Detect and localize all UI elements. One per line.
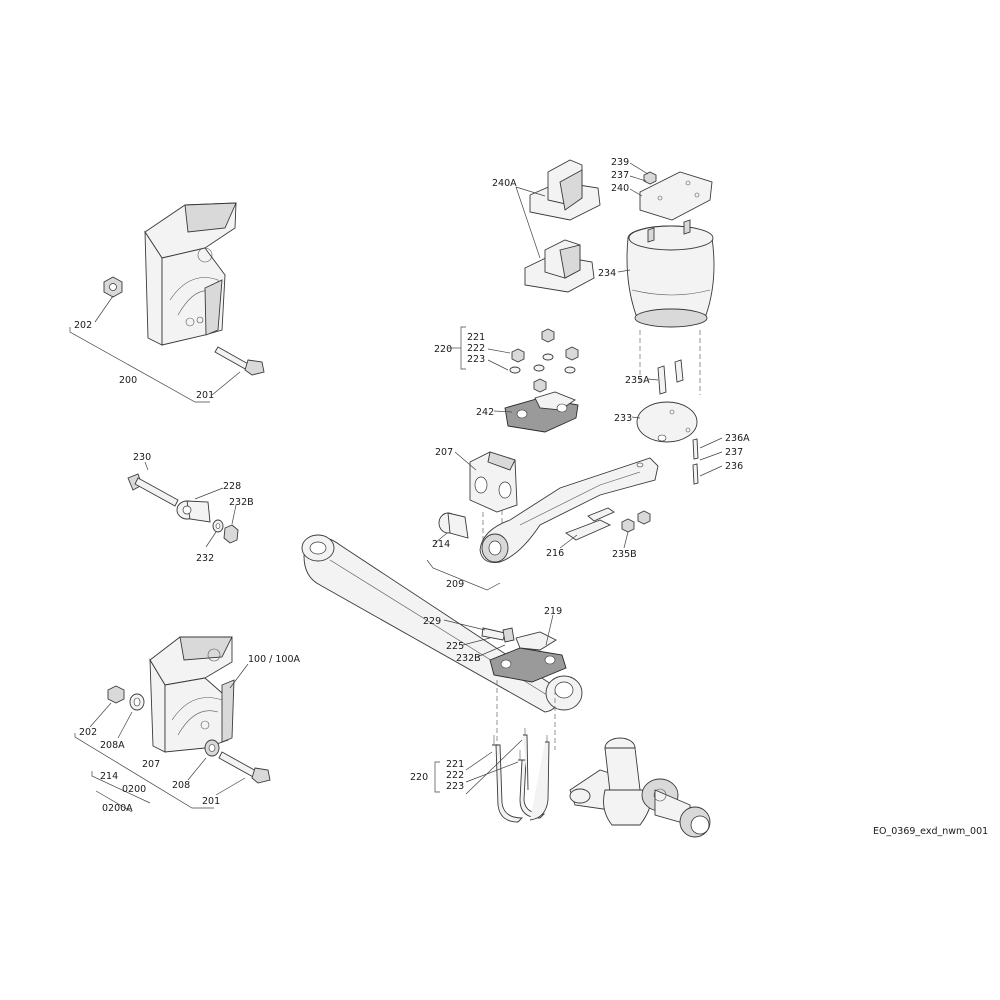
label-221-upper: 221 (467, 332, 485, 343)
bolt-201-lower (218, 751, 271, 784)
u-bolts-220-lower (492, 728, 550, 823)
clamp-219 (489, 631, 567, 683)
bracket-207-upper (469, 451, 518, 513)
label-100-100A: 100 / 100A (248, 654, 301, 665)
bushing-214 (438, 512, 469, 539)
label-209: 209 (446, 579, 464, 590)
label-235A: 235A (625, 375, 650, 386)
label-236A: 236A (725, 433, 750, 444)
label-240: 240 (611, 183, 629, 194)
label-239: 239 (611, 157, 629, 168)
label-222-upper: 222 (467, 343, 485, 354)
bolt-229 (481, 627, 515, 643)
fixings-220-upper (509, 328, 579, 393)
washer-208A (129, 693, 145, 711)
label-221-lower: 221 (446, 759, 464, 770)
label-222-lower: 222 (446, 770, 464, 781)
label-219: 219 (544, 606, 562, 617)
label-214-lower: 214 (100, 771, 118, 782)
label-220-lower: 220 (410, 772, 428, 783)
label-235B: 235B (612, 549, 637, 560)
bolt-201-upper (214, 346, 265, 376)
label-201-upper: 201 (196, 390, 214, 401)
piston-233 (636, 401, 698, 443)
bolts-235A (657, 359, 684, 395)
bracket-240A-lower (524, 239, 595, 293)
washer-208 (204, 739, 220, 757)
label-232B-right: 232B (456, 653, 481, 664)
label-220-upper: 220 (434, 344, 452, 355)
label-232: 232 (196, 553, 214, 564)
label-201-lower: 201 (202, 796, 220, 807)
label-237-upper: 237 (611, 170, 629, 181)
label-234: 234 (598, 268, 616, 279)
drawing-id: EO_0369_exd_nwm_001 (873, 826, 988, 837)
label-0200A: 0200A (102, 803, 133, 814)
nut-232B (223, 524, 239, 544)
bracket-240A-upper (529, 159, 601, 221)
label-232B-left: 232B (229, 497, 254, 508)
label-237-lower: 237 (725, 447, 743, 458)
label-229: 229 (423, 616, 441, 627)
nut-202-lower (107, 685, 125, 704)
label-214-upper: 214 (432, 539, 450, 550)
label-223-upper: 223 (467, 354, 485, 365)
nut-202-upper (103, 276, 123, 298)
label-200: 200 (119, 375, 137, 386)
label-230: 230 (133, 452, 151, 463)
label-233: 233 (614, 413, 632, 424)
label-240A: 240A (492, 178, 517, 189)
label-0200: 0200 (122, 784, 146, 795)
wheel-hub (569, 737, 711, 838)
label-228: 228 (223, 481, 241, 492)
label-208: 208 (172, 780, 190, 791)
label-223-lower: 223 (446, 781, 464, 792)
bushing-228 (176, 500, 211, 523)
label-225: 225 (446, 641, 464, 652)
washer-232 (212, 519, 224, 533)
screw-236 (692, 438, 699, 485)
nut-235B (621, 510, 651, 533)
hanger-bracket-lower (149, 636, 235, 753)
clamp-plate-242 (504, 391, 579, 433)
label-202-upper: 202 (74, 320, 92, 331)
hanger-bracket-upper (144, 202, 237, 346)
nut-239 (643, 171, 657, 185)
bolt-230 (127, 473, 179, 507)
top-plate-240 (639, 171, 713, 221)
trailing-arm (479, 457, 659, 563)
label-202-lower: 202 (79, 727, 97, 738)
label-216: 216 (546, 548, 564, 559)
air-spring-234 (626, 219, 715, 328)
label-242: 242 (476, 407, 494, 418)
plate-216 (565, 507, 615, 541)
label-207-upper: 207 (435, 447, 453, 458)
axle-beam (301, 534, 583, 713)
label-207-lower: 207 (142, 759, 160, 770)
label-208A: 208A (100, 740, 125, 751)
label-236: 236 (725, 461, 743, 472)
